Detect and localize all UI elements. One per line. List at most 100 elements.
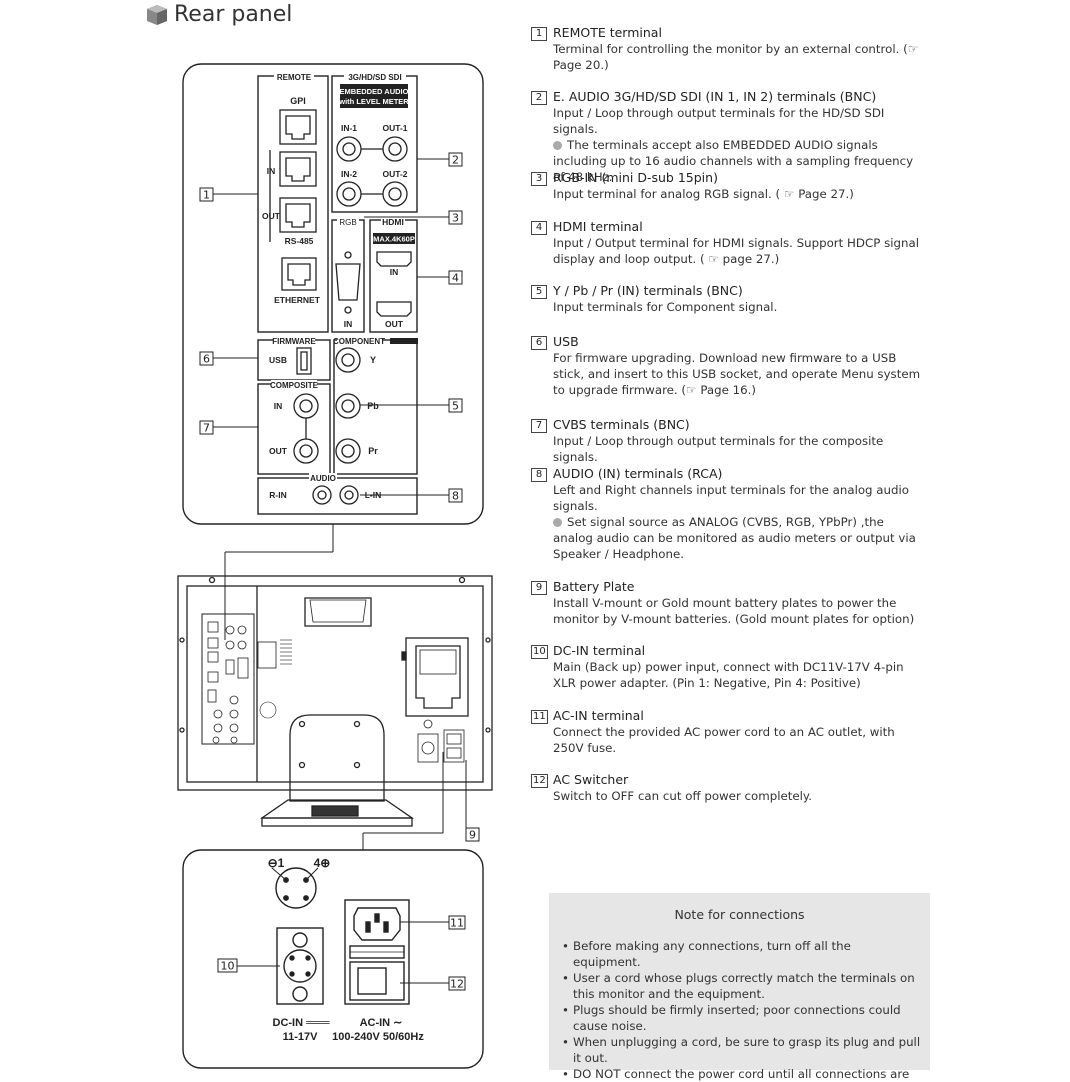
svg-text:⊖1: ⊖1 (268, 856, 285, 870)
connector-panel (182, 63, 484, 525)
item-title: Y / Pb / Pr (IN) terminals (BNC) (553, 283, 743, 298)
item-title: AUDIO (IN) terminals (RCA) (553, 466, 723, 481)
item-title: HDMI terminal (553, 219, 643, 234)
svg-text:IN: IN (274, 401, 283, 411)
svg-text:12: 12 (450, 978, 464, 991)
svg-text:R-IN: R-IN (269, 490, 286, 500)
svg-text:11-17V: 11-17V (283, 1031, 319, 1043)
svg-text:10: 10 (221, 960, 235, 973)
svg-text:OUT-2: OUT-2 (382, 169, 407, 179)
svg-text:OUT: OUT (262, 211, 281, 221)
item-description: Switch to OFF can cut off power complete… (553, 789, 812, 803)
svg-text:COMPONENT: COMPONENT (333, 337, 385, 346)
connection-notes-box: Note for connections Before making any c… (549, 893, 930, 1082)
item-number: 7 (531, 419, 547, 433)
item-description: Connect the provided AC power cord to an… (553, 725, 895, 755)
item-note: Set signal source as ANALOG (CVBS, RGB, … (553, 515, 916, 561)
note-item: When unplugging a cord, be sure to grasp… (561, 1034, 921, 1066)
section-heading: Rear panel (146, 2, 292, 27)
bullet-dot-icon (553, 141, 562, 150)
svg-text:OUT: OUT (385, 319, 404, 329)
svg-text:6: 6 (203, 353, 210, 366)
svg-text:RGB: RGB (339, 218, 356, 227)
svg-text:IN-2: IN-2 (341, 169, 357, 179)
svg-text:DC-IN ═══: DC-IN ═══ (273, 1017, 330, 1029)
item-number: 6 (531, 336, 547, 350)
svg-text:OUT-1: OUT-1 (382, 123, 407, 133)
svg-text:1: 1 (203, 189, 210, 202)
svg-text:ETHERNET: ETHERNET (274, 295, 321, 305)
svg-text:MAX.4K60P: MAX.4K60P (373, 235, 415, 244)
item-title: AC-IN terminal (553, 708, 644, 723)
item-title: REMOTE terminal (553, 25, 662, 40)
svg-text:USB: USB (269, 355, 287, 365)
svg-text:with LEVEL METER: with LEVEL METER (338, 97, 409, 106)
power-panel-labels: ⊖1 4⊕ DC-IN ═══ 11-17V AC-IN ∼ 100-240V … (268, 856, 425, 1043)
monitor-rear-illustration (177, 575, 493, 827)
bullet-dot-icon (553, 518, 562, 527)
item-number: 12 (531, 774, 548, 788)
svg-text:5: 5 (452, 400, 459, 413)
item-title: RGB-IN (mini D-sub 15pin) (553, 170, 718, 185)
page-title: Rear panel (174, 2, 293, 27)
rear-panel-diagram: REMOTE 3G/HD/SD SDI EMBEDDED AUDIO with … (0, 0, 530, 1070)
item-description: For firmware upgrading. Download new fir… (553, 351, 921, 397)
item-number: 3 (531, 172, 547, 186)
connector-icons (269, 109, 412, 505)
svg-text:Pb: Pb (367, 401, 379, 411)
item-title: DC-IN terminal (553, 643, 646, 658)
item-title: CVBS terminals (BNC) (553, 417, 690, 432)
svg-text:8: 8 (452, 490, 459, 503)
item-title: USB (553, 334, 579, 349)
note-title: Note for connections (674, 907, 805, 922)
svg-text:3G/HD/SD SDI: 3G/HD/SD SDI (348, 73, 401, 82)
item-description: Input / Output terminal for HDMI signals… (553, 236, 919, 266)
svg-text:IN: IN (344, 319, 353, 329)
svg-text:3: 3 (452, 212, 459, 225)
callout-markers (199, 152, 480, 991)
svg-text:AC-IN ∼: AC-IN ∼ (360, 1017, 403, 1029)
note-item: Plugs should be firmly inserted; poor co… (561, 1002, 921, 1034)
item-number: 5 (531, 285, 547, 299)
item-description: Main (Back up) power input, connect with… (553, 660, 904, 690)
svg-text:Pr: Pr (368, 446, 378, 456)
item-number: 9 (531, 581, 547, 595)
item-note: The terminals accept also EMBEDDED AUDIO… (553, 138, 914, 184)
svg-text:2: 2 (452, 154, 459, 167)
note-item: DO NOT connect the power cord until all … (561, 1066, 921, 1082)
item-description: Input terminal for analog RGB signal. ( … (553, 187, 854, 201)
svg-text:FIRMWARE: FIRMWARE (272, 337, 316, 346)
item-description: Terminal for controlling the monitor by … (553, 42, 919, 72)
item-number: 10 (531, 645, 548, 659)
item-number: 4 (531, 221, 547, 235)
svg-text:IN: IN (267, 166, 276, 176)
svg-text:AUDIO: AUDIO (310, 474, 336, 483)
svg-text:OUT: OUT (269, 446, 288, 456)
power-panel (182, 849, 484, 1069)
svg-text:9: 9 (469, 829, 476, 842)
note-item: User a cord whose plugs correctly match … (561, 970, 921, 1002)
svg-text:Y: Y (370, 355, 376, 365)
svg-text:RS-485: RS-485 (285, 236, 314, 246)
svg-text:11: 11 (450, 917, 464, 930)
item-number: 11 (531, 710, 548, 724)
svg-text:EMBEDDED AUDIO: EMBEDDED AUDIO (340, 87, 409, 96)
svg-text:100-240V 50/60Hz: 100-240V 50/60Hz (332, 1031, 424, 1043)
item-number: 1 (531, 27, 547, 41)
item-number: 2 (531, 91, 547, 105)
item-title: E. AUDIO 3G/HD/SD SDI (IN 1, IN 2) termi… (553, 89, 877, 104)
svg-text:7: 7 (203, 422, 210, 435)
item-number: 8 (531, 468, 547, 482)
item-title: Battery Plate (553, 579, 635, 594)
svg-text:4: 4 (452, 272, 459, 285)
item-description: Left and Right channels input terminals … (553, 483, 909, 513)
item-description: Input / Loop through output terminals fo… (553, 434, 884, 464)
svg-text:IN-1: IN-1 (341, 123, 357, 133)
note-item: Before making any connections, turn off … (561, 938, 921, 970)
note-list: Before making any connections, turn off … (561, 938, 921, 1082)
item-description: Input / Loop through output terminals fo… (553, 106, 885, 136)
cube-icon (147, 4, 167, 25)
item-description: Install V-mount or Gold mount battery pl… (553, 596, 915, 626)
svg-text:HDMI: HDMI (382, 217, 404, 227)
svg-text:REMOTE: REMOTE (277, 73, 312, 82)
